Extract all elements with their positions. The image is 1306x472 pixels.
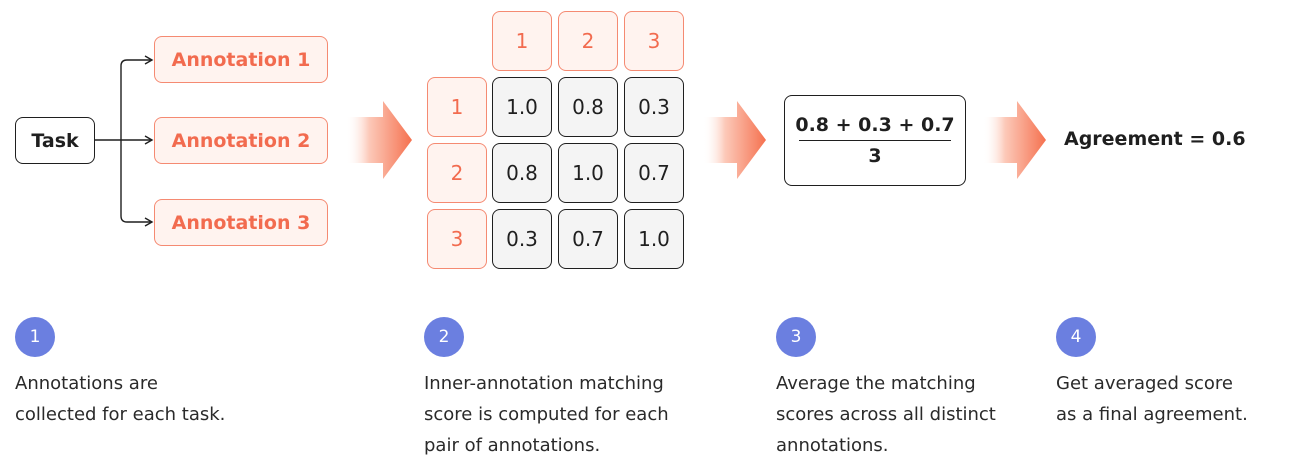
step-description-2: Inner-annotation matching score is compu…: [424, 373, 669, 456]
matrix-cell: 1.0: [492, 77, 552, 137]
step-badge-3: 3: [776, 317, 816, 357]
step-number: 1: [29, 327, 41, 347]
matrix-header-label: 2: [581, 29, 595, 53]
matrix-header-label: 2: [450, 161, 464, 185]
matrix-cell-value: 1.0: [572, 161, 604, 185]
matrix-col-header-2: 2: [558, 11, 618, 71]
matrix-header-label: 1: [450, 95, 464, 119]
matrix-cell: 0.8: [558, 77, 618, 137]
matrix-col-header-1: 1: [492, 11, 552, 71]
matrix-cell: 0.3: [492, 209, 552, 269]
matrix-cell: 1.0: [624, 209, 684, 269]
matrix-cell-value: 0.7: [572, 227, 604, 251]
matrix-row-header-1: 1: [427, 77, 487, 137]
step-description-3: Average the matching scores across all d…: [776, 373, 996, 456]
matrix-header-label: 3: [450, 227, 464, 251]
step-badge-4: 4: [1056, 317, 1096, 357]
branch-line-3: [120, 140, 154, 227]
agreement-result: Agreement = 0.6: [1064, 128, 1246, 150]
annotation-label: Annotation 3: [171, 211, 311, 234]
flow-arrow-2: [703, 101, 766, 179]
matrix-header-label: 3: [647, 29, 661, 53]
annotation-box-3: Annotation 3: [154, 199, 328, 246]
matrix-row-header-2: 2: [427, 143, 487, 203]
formula-denominator: 3: [868, 145, 882, 167]
formula-numerator: 0.8 + 0.3 + 0.7: [795, 114, 955, 136]
annotation-label: Annotation 1: [171, 48, 311, 71]
matrix-header-label: 1: [515, 29, 529, 53]
matrix-cell-value: 0.8: [572, 95, 604, 119]
step-description-1: Annotations are collected for each task.: [15, 373, 226, 425]
step-badge-1: 1: [15, 317, 55, 357]
matrix-row-header-3: 3: [427, 209, 487, 269]
flow-arrow-1: [346, 101, 412, 179]
step-number: 2: [438, 327, 450, 347]
step-badge-2: 2: [424, 317, 464, 357]
matrix-cell-value: 0.8: [506, 161, 538, 185]
formula-box: 0.8 + 0.3 + 0.7 3: [784, 95, 966, 186]
matrix-cell: 0.7: [624, 143, 684, 203]
matrix-cell: 1.0: [558, 143, 618, 203]
matrix-cell-value: 1.0: [638, 227, 670, 251]
annotation-box-2: Annotation 2: [154, 117, 328, 164]
task-box: Task: [15, 117, 95, 164]
step-number: 3: [790, 327, 802, 347]
matrix-cell-value: 0.7: [638, 161, 670, 185]
task-label: Task: [31, 129, 79, 152]
matrix-cell: 0.3: [624, 77, 684, 137]
fraction-bar: [799, 140, 951, 141]
annotation-label: Annotation 2: [171, 129, 311, 152]
annotation-box-1: Annotation 1: [154, 36, 328, 83]
step-number: 4: [1070, 327, 1082, 347]
flow-arrow-3: [983, 101, 1046, 179]
matrix-cell-value: 0.3: [638, 95, 670, 119]
matrix-col-header-3: 3: [624, 11, 684, 71]
matrix-cell-value: 1.0: [506, 95, 538, 119]
task-branch-lines: [95, 55, 154, 227]
matrix-cell: 0.7: [558, 209, 618, 269]
branch-line-1: [120, 55, 154, 140]
step-description-4: Get averaged score as a final agreement.: [1056, 373, 1248, 425]
matrix-cell: 0.8: [492, 143, 552, 203]
matrix-cell-value: 0.3: [506, 227, 538, 251]
